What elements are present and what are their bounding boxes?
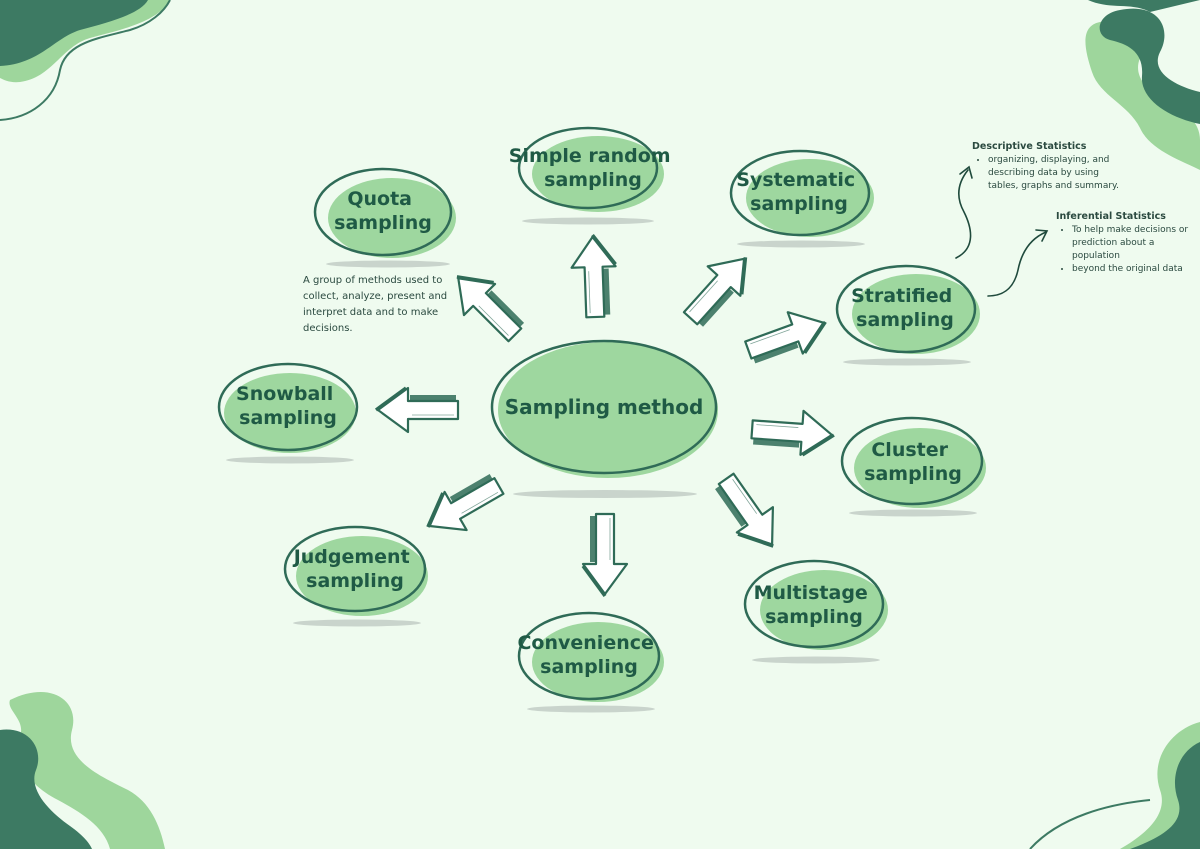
svg-text:Multistage sampling: Multistage sampling bbox=[754, 582, 875, 628]
method-label-line: sampling bbox=[750, 193, 848, 215]
method-node-judgement: Judgement sampling bbox=[283, 525, 428, 616]
method-label-line: sampling bbox=[334, 212, 432, 234]
method-label-line: Simple random bbox=[509, 145, 671, 167]
svg-text:Judgement sampling: Judgement sampling bbox=[292, 546, 417, 592]
method-label-line: Stratified bbox=[851, 285, 952, 307]
center-node: Sampling method bbox=[490, 339, 718, 478]
corner-decoration-top-left bbox=[0, 0, 171, 121]
node-shadows bbox=[226, 217, 977, 713]
corner-decoration-bottom-left bbox=[0, 691, 165, 849]
method-node-cluster: Cluster sampling bbox=[840, 416, 986, 508]
arrow-to-cluster bbox=[748, 405, 838, 459]
method-label-line: Multistage bbox=[754, 582, 868, 604]
method-label-line: sampling bbox=[540, 656, 638, 678]
arrow-to-judgement bbox=[415, 465, 512, 548]
descriptive-statistics-list: organizing, displaying, and describing d… bbox=[972, 154, 1132, 193]
definition-note: A group of methods used to collect, anal… bbox=[303, 275, 448, 334]
method-node-systematic: Systematic sampling bbox=[729, 149, 874, 237]
svg-text:Quota sampling: Quota sampling bbox=[334, 188, 432, 234]
method-label-line: sampling bbox=[765, 606, 863, 628]
inferential-statistics-note: Inferential Statistics To help make deci… bbox=[1056, 211, 1200, 276]
method-label-line: sampling bbox=[864, 463, 962, 485]
svg-text:Snowball sampling: Snowball sampling bbox=[236, 383, 340, 429]
method-node-snowball: Snowball sampling bbox=[217, 362, 359, 453]
connector-to-inferential bbox=[987, 231, 1047, 297]
arrow-to-systematic bbox=[672, 240, 764, 335]
method-node-stratified: Stratified sampling bbox=[835, 264, 980, 354]
connector-to-descriptive bbox=[955, 169, 972, 259]
method-label-line: Convenience bbox=[517, 632, 653, 654]
method-node-multistage: Multistage sampling bbox=[743, 559, 888, 650]
method-label-line: sampling bbox=[239, 407, 337, 429]
svg-text:Simple random sampling: Simple random sampling bbox=[509, 145, 677, 191]
corner-decoration-bottom-right bbox=[1029, 722, 1200, 849]
arrow-to-simple-random bbox=[568, 232, 620, 320]
arrow-to-stratified bbox=[739, 299, 835, 373]
arrowhead-descriptive bbox=[959, 165, 973, 179]
method-label-line: sampling bbox=[856, 309, 954, 331]
center-node-label: Sampling method bbox=[505, 395, 704, 419]
svg-text:Systematic sampling: Systematic sampling bbox=[736, 169, 861, 215]
method-node-simple-random: Simple random sampling bbox=[509, 126, 677, 212]
corner-decoration-top-right bbox=[1085, 0, 1200, 170]
note-connectors bbox=[955, 165, 1049, 297]
arrow-to-convenience bbox=[581, 512, 629, 598]
arrowhead-inferential bbox=[1035, 229, 1049, 242]
svg-text:Stratified sampling: Stratified sampling bbox=[851, 285, 959, 331]
arrow-to-quota bbox=[439, 259, 533, 353]
inferential-statistics-title: Inferential Statistics bbox=[1056, 211, 1166, 222]
inferential-statistics-item: To help make decisions or prediction abo… bbox=[1072, 224, 1200, 263]
svg-text:Convenience sampling: Convenience sampling bbox=[517, 632, 660, 678]
method-label-line: Judgement bbox=[292, 546, 410, 568]
method-label-line: Quota bbox=[347, 188, 412, 210]
method-label-line: sampling bbox=[544, 169, 642, 191]
descriptive-statistics-item: organizing, displaying, and describing d… bbox=[988, 154, 1132, 193]
method-label-line: Snowball bbox=[236, 383, 333, 405]
arrow-to-snowball bbox=[374, 386, 460, 434]
method-label-line: Systematic bbox=[736, 169, 855, 191]
descriptive-statistics-title: Descriptive Statistics bbox=[972, 141, 1087, 152]
method-node-quota: Quota sampling bbox=[313, 167, 456, 258]
inferential-statistics-list: To help make decisions or prediction abo… bbox=[1056, 224, 1200, 276]
arrow-to-multistage bbox=[706, 464, 794, 561]
inferential-statistics-item: beyond the original data bbox=[1072, 263, 1200, 276]
method-node-convenience: Convenience sampling bbox=[517, 611, 664, 702]
method-label-line: Cluster bbox=[871, 439, 948, 461]
svg-text:Cluster sampling: Cluster sampling bbox=[864, 439, 962, 485]
descriptive-statistics-note: Descriptive Statistics organizing, displ… bbox=[972, 141, 1132, 193]
method-label-line: sampling bbox=[306, 570, 404, 592]
